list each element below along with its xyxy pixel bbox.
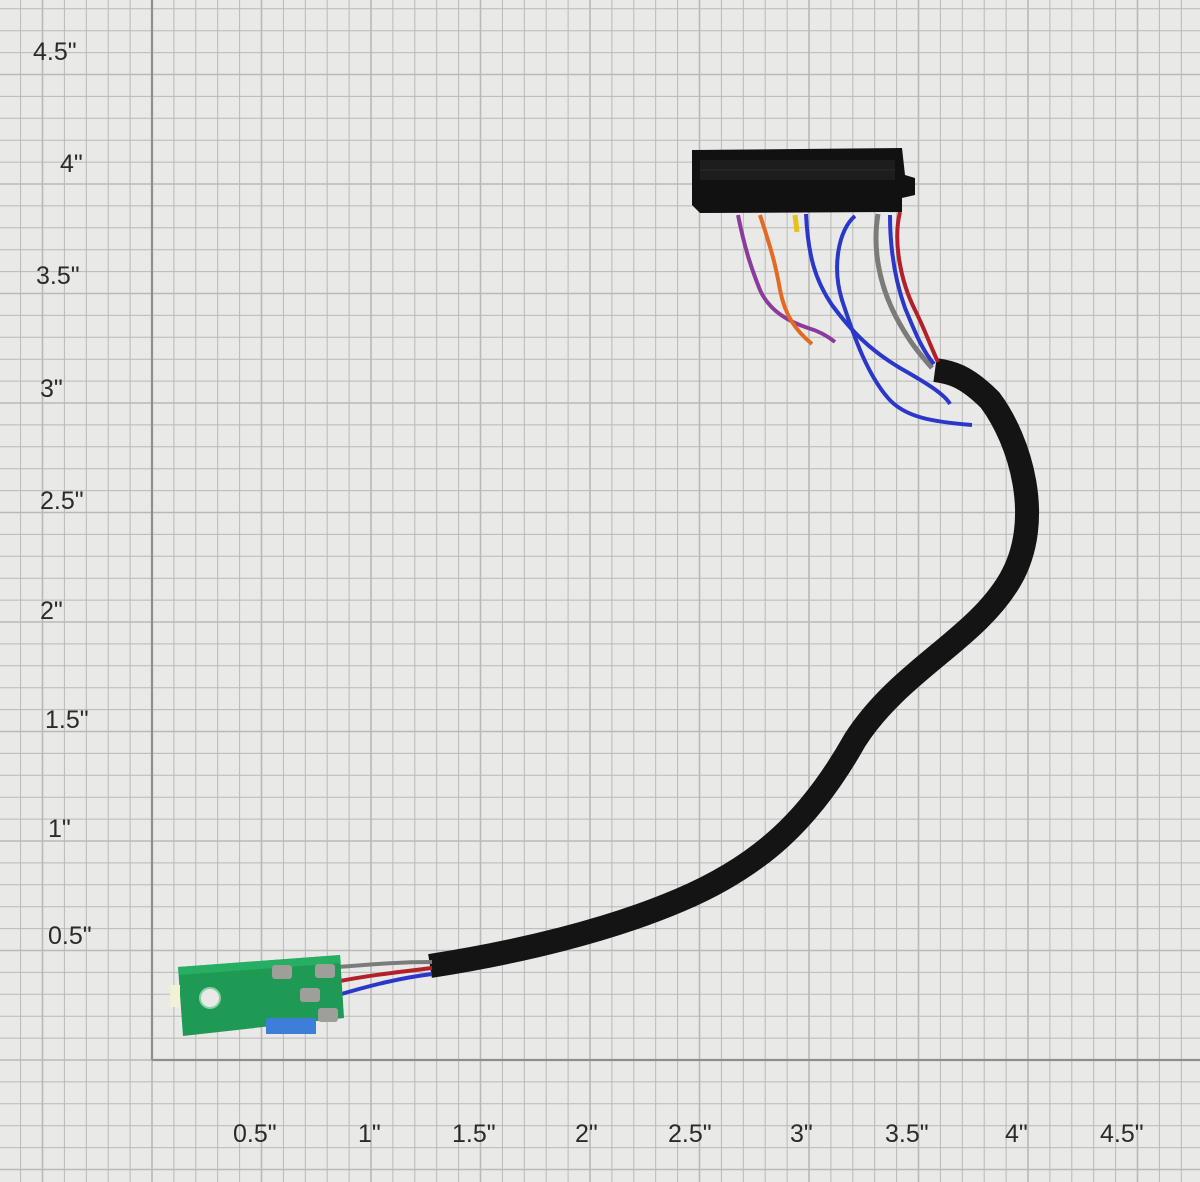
pcb-side-wires	[334, 960, 433, 997]
x-axis-label: 0.5"	[233, 1120, 277, 1148]
solder-pad	[300, 988, 320, 1002]
pcb-board	[170, 955, 344, 1036]
cable-jacket	[428, 358, 1040, 978]
connector-side-wires	[736, 211, 973, 427]
solder-pad	[272, 965, 292, 979]
y-axis-label: 2"	[40, 597, 63, 625]
x-axis-label: 3.5"	[885, 1120, 929, 1148]
y-axis-label: 0.5"	[48, 922, 92, 950]
blue-wire	[835, 214, 973, 427]
connector	[692, 148, 915, 213]
cable	[428, 358, 1040, 978]
x-axis-label: 2.5"	[668, 1120, 712, 1148]
y-axis-label: 4.5"	[33, 38, 77, 66]
pcb-tab	[170, 985, 180, 1007]
x-axis-label: 4"	[1005, 1120, 1028, 1148]
pcb-mounting-hole	[199, 987, 221, 1009]
y-axis-label: 1"	[48, 815, 71, 843]
pcb-edge	[178, 955, 341, 975]
connector-housing	[692, 148, 915, 213]
x-axis-label: 1"	[358, 1120, 381, 1148]
sensor-component	[266, 1018, 316, 1034]
y-axis-label: 2.5"	[40, 487, 84, 515]
blue-wire	[337, 972, 433, 997]
red-wire	[895, 211, 940, 363]
yellow-wire	[792, 214, 800, 233]
pcb	[178, 955, 344, 1036]
gray-wire	[337, 960, 433, 969]
y-axis-label: 4"	[60, 150, 83, 178]
orange-wire	[758, 214, 814, 346]
y-axis-label: 3"	[40, 375, 63, 403]
solder-pad	[315, 964, 335, 978]
x-axis-label: 2"	[575, 1120, 598, 1148]
purple-wire	[736, 214, 837, 344]
x-axis-label: 1.5"	[452, 1120, 496, 1148]
red-wire	[334, 966, 433, 984]
y-axis-label: 1.5"	[45, 706, 89, 734]
grid-axis-lines	[150, 0, 1200, 1062]
blue-wire	[888, 214, 936, 366]
x-axis-label: 3"	[790, 1120, 813, 1148]
y-axis-label: 3.5"	[36, 262, 80, 290]
solder-pad	[318, 1008, 338, 1022]
blue-wire	[804, 213, 952, 406]
x-axis-label: 4.5"	[1100, 1120, 1144, 1148]
gray-wire	[873, 213, 934, 370]
